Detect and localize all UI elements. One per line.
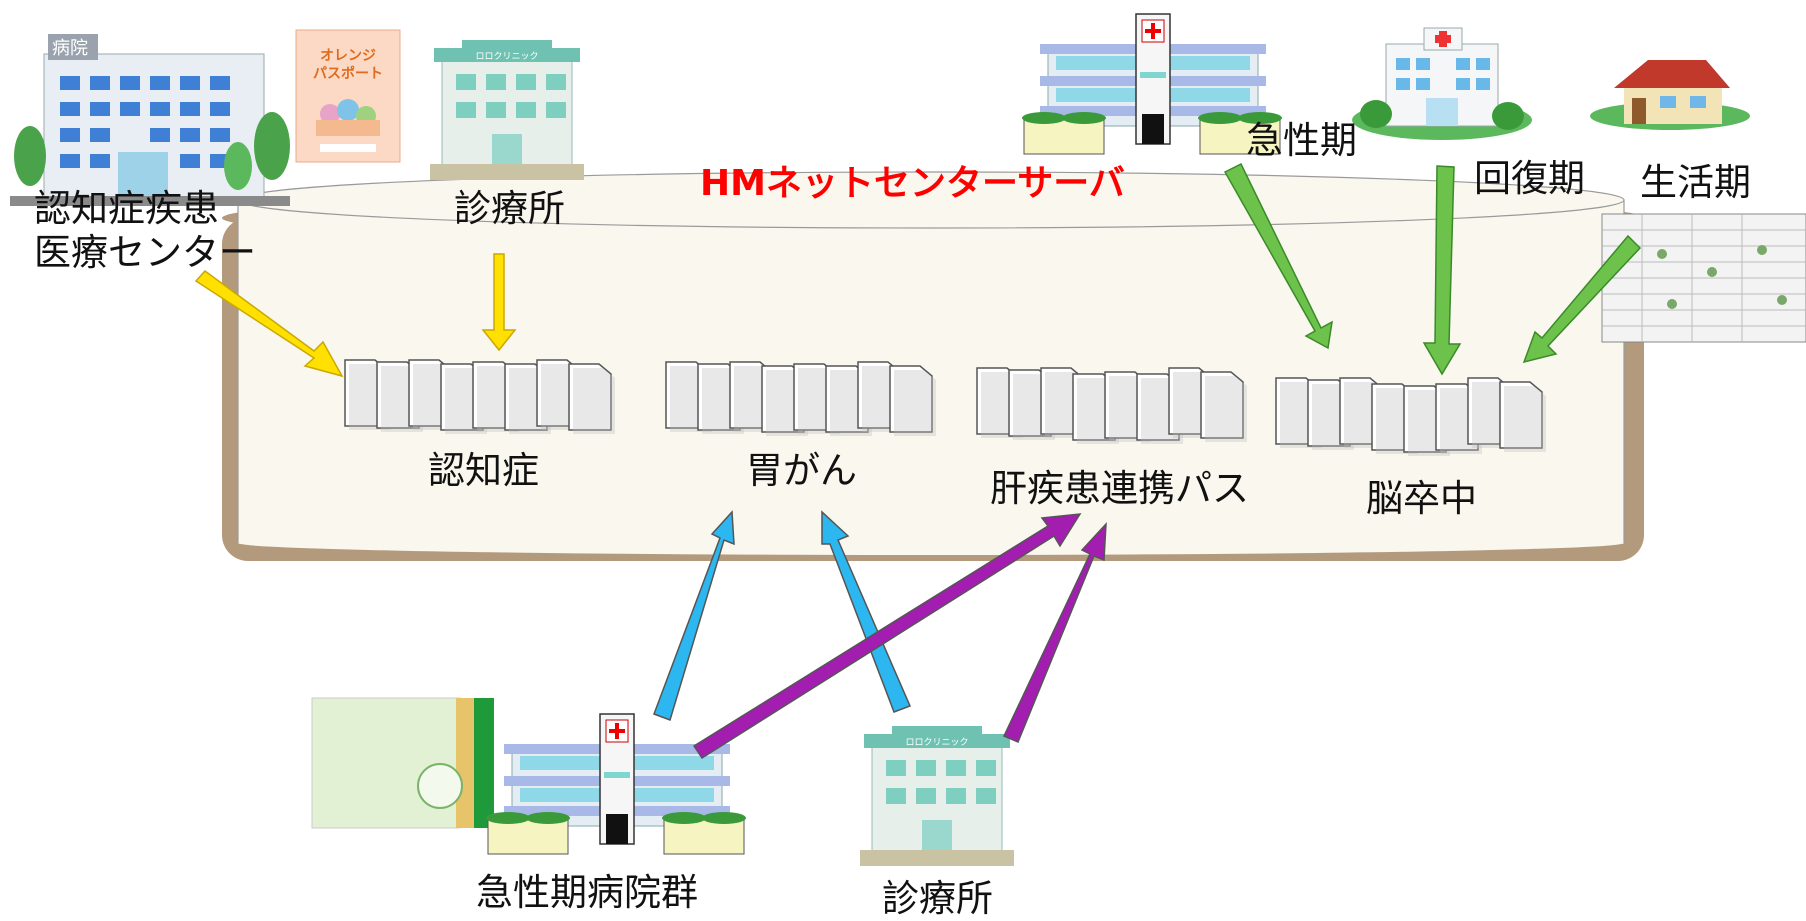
- acute-hospitals-group-icon: [311, 697, 747, 855]
- arrow-acute-to-stroke: [1223, 162, 1333, 350]
- arrow-bottom-clinic-to-gastric: [821, 510, 912, 713]
- dementia-center-label-line1: 認知症疾患: [34, 187, 219, 230]
- doc-stack-liver: [976, 367, 1248, 445]
- server-title: HMネットセンターサーバ: [700, 163, 1125, 204]
- home-icon: [1590, 60, 1750, 130]
- dementia-center-sign: 病院: [52, 38, 88, 59]
- arrow-acute-hospitals-to-liver: [692, 513, 1082, 760]
- doc-stack-dementia: [344, 359, 616, 435]
- top-clinic-sign: ロロクリニック: [475, 51, 538, 62]
- dementia-center-hospital-icon: 病院: [10, 34, 290, 206]
- pathway-label-dementia: 認知症: [428, 449, 539, 492]
- orange-passport-booklet-icon: オレンジ パスポート: [295, 29, 401, 163]
- top-clinic-building-icon: ロロクリニック: [429, 39, 585, 181]
- arrow-bottom-clinic-to-liver: [1002, 521, 1107, 743]
- server-cylinder: [222, 171, 1644, 561]
- dementia-center-label-line2: 医療センター: [34, 231, 256, 274]
- doc-stack-gastric: [665, 361, 937, 437]
- svg-text:パスポート: パスポート: [313, 65, 383, 82]
- bottom-clinic-sign: ロロクリニック: [905, 737, 968, 748]
- top-acute-hospital-icon: [1021, 13, 1283, 155]
- arrow-living-to-stroke: [1522, 234, 1642, 364]
- stroke-path-form-image: [1601, 213, 1806, 343]
- arrow-acute-hospitals-to-gastric: [653, 510, 735, 721]
- pathway-label-gastric: 胃がん: [746, 449, 857, 492]
- pathway-label-liver: 肝疾患連携パス: [990, 467, 1249, 510]
- arrow-recovery-to-stroke: [1422, 165, 1462, 376]
- pathway-label-stroke: 脳卒中: [1366, 477, 1477, 520]
- recovery-phase-label: 回復期: [1474, 157, 1585, 200]
- arrow-clinic-to-dementia: [481, 253, 517, 352]
- orange-passport-title: オレンジ: [320, 48, 376, 64]
- arrow-dementia-center-to-dementia: [194, 269, 344, 378]
- top-clinic-label: 診療所: [454, 187, 565, 230]
- living-phase-label: 生活期: [1640, 161, 1751, 204]
- recovery-hospital-icon: [1352, 27, 1532, 140]
- bottom-clinic-label: 診療所: [882, 877, 993, 920]
- doc-stack-stroke: [1275, 377, 1547, 457]
- acute-phase-label: 急性期: [1246, 119, 1357, 162]
- bottom-clinic-building-icon: ロロクリニック: [859, 725, 1015, 867]
- acute-hospitals-label: 急性期病院群: [476, 871, 698, 914]
